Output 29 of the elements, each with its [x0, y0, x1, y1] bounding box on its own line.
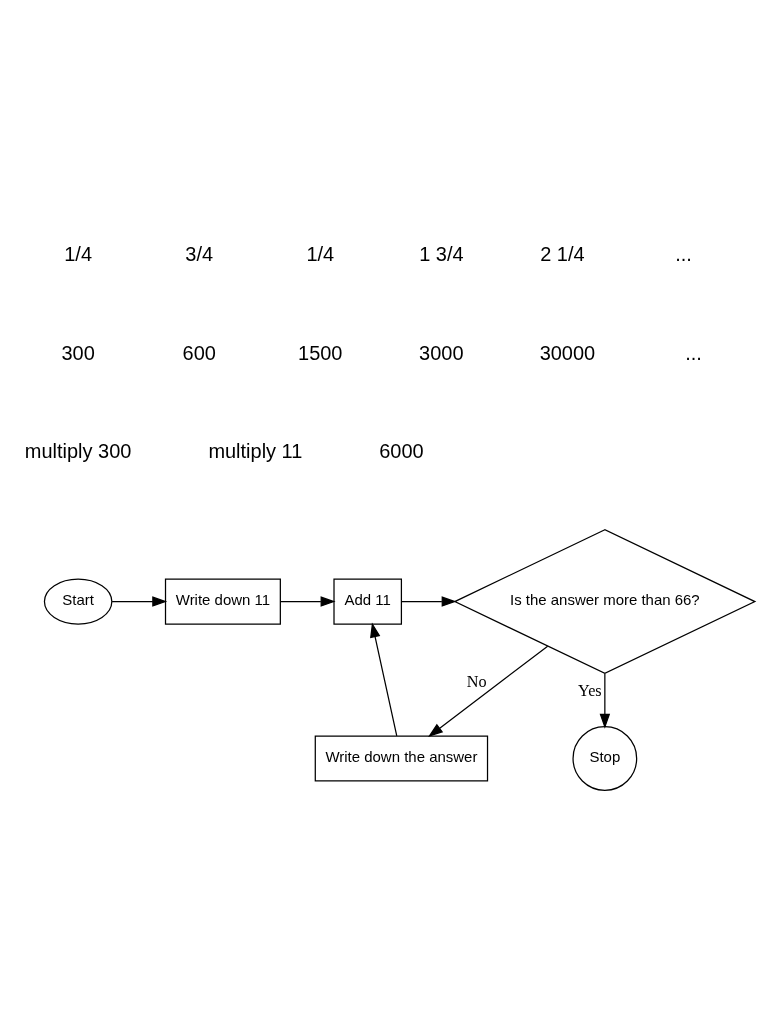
- arrow: [111, 596, 168, 607]
- edge-label: Yes: [578, 681, 602, 700]
- label: 2 1/4: [540, 243, 585, 266]
- node-circle: Stop: [572, 726, 638, 791]
- label: 3000: [419, 341, 464, 364]
- node-box: Write down 11: [164, 578, 281, 625]
- node-diamond: Is the answer more than 66?: [453, 529, 757, 675]
- label: 30000: [539, 341, 596, 364]
- label: ...: [675, 243, 692, 266]
- label: multiply 300: [24, 440, 132, 463]
- label: 6000: [379, 440, 424, 463]
- node-ellipse: Start: [43, 578, 113, 625]
- label: ...: [685, 341, 702, 364]
- arrow: [400, 596, 457, 607]
- label: 300: [61, 341, 95, 364]
- label: 1/4: [64, 243, 93, 266]
- arrow: [370, 622, 398, 737]
- label: 1 3/4: [419, 243, 464, 266]
- node-box: Add 11: [333, 578, 403, 625]
- arrow: [428, 645, 549, 738]
- label: 1/4: [306, 243, 335, 266]
- label: multiply 11: [208, 440, 303, 463]
- label: 600: [182, 341, 216, 364]
- arrow: [599, 673, 611, 729]
- arrow: [280, 596, 336, 607]
- label: 1500: [298, 341, 343, 364]
- label: 3/4: [185, 243, 214, 266]
- node-box: Write down the answer: [314, 735, 489, 782]
- edge-label: No: [466, 672, 487, 691]
